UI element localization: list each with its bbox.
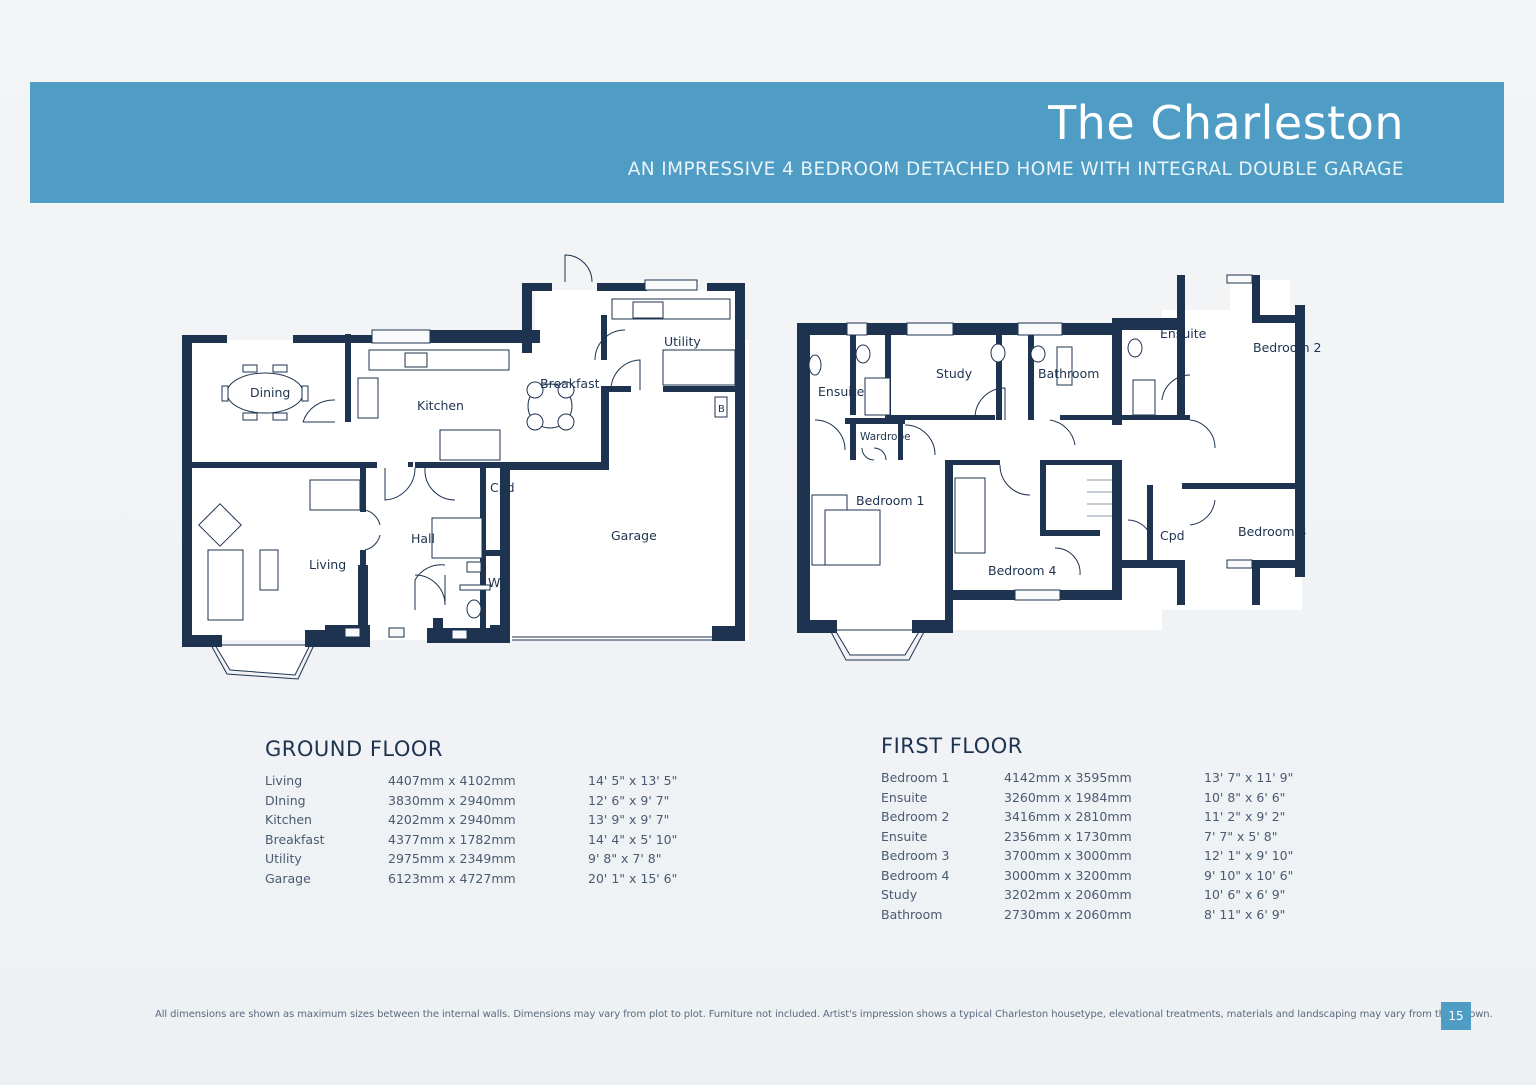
title-banner: The Charleston AN IMPRESSIVE 4 BEDROOM D… [30,82,1504,203]
table-row: Kitchen 4202mm x 2940mm 13' 9" x 9' 7" [265,810,708,830]
room-label-bathroom: Bathroom [1038,366,1099,381]
page-subtitle: AN IMPRESSIVE 4 BEDROOM DETACHED HOME WI… [627,159,1404,180]
room-name: Bedroom 2 [881,809,950,824]
room-label-utility: Utility [664,334,701,349]
room-label-living: Living [309,557,346,572]
room-metric: 2730mm x 2060mm [1004,906,1132,922]
room-name: Ensuite [881,789,928,805]
room-label-wardrobe: Wardrobe [860,431,911,443]
room-imperial: 11' 2" x 9' 2" [1204,809,1286,824]
table-row: DIning 3830mm x 2940mm 12' 6" x 9' 7" [265,791,708,811]
room-metric: 3202mm x 2060mm [1004,887,1132,902]
room-metric: 3000mm x 3200mm [1004,867,1132,883]
room-name: Breakfast [265,831,325,847]
room-label-cpd: Cpd [490,480,515,495]
room-label-kitchen: Kitchen [417,398,464,413]
room-name: Utility [265,851,302,866]
table-row: Bedroom 2 3416mm x 2810mm 11' 2" x 9' 2" [881,807,1324,827]
table-row: Ensuite 3260mm x 1984mm 10' 8" x 6' 6" [881,788,1324,808]
room-metric: 4202mm x 2940mm [388,812,516,827]
room-name: Bedroom 4 [881,867,950,883]
first-floor-dimensions: FIRST FLOOR Bedroom 1 4142mm x 3595mm 13' … [881,734,1324,924]
room-imperial: 14' 4" x 5' 10" [588,831,678,847]
room-label-dining: Dining [250,385,290,400]
room-name: Kitchen [265,812,312,827]
room-imperial: 9' 8" x 7' 8" [588,851,662,866]
table-row: Living 4407mm x 4102mm 14' 5" x 13' 5" [265,771,708,791]
room-imperial: 14' 5" x 13' 5" [588,773,678,788]
ground-floor-dimensions: GROUND FLOOR Living 4407mm x 4102mm 14' 5"… [265,737,708,888]
room-imperial: 13' 7" x 11' 9" [1204,770,1294,785]
room-imperial: 7' 7" x 5' 8" [1204,828,1278,844]
table-row: Bedroom 1 4142mm x 3595mm 13' 7" x 11' 9" [881,768,1324,788]
ground-floor-plan: Dining Kitchen Breakfast Utility Living … [175,250,755,690]
room-metric: 4407mm x 4102mm [388,773,516,788]
room-metric: 4142mm x 3595mm [1004,770,1132,785]
first-floor-heading: FIRST FLOOR [881,734,1023,758]
table-row: Breakfast 4377mm x 1782mm 14' 4" x 5' 10" [265,830,708,850]
room-metric: 3260mm x 1984mm [1004,789,1132,805]
room-label-garage: Garage [611,528,657,543]
room-metric: 3416mm x 2810mm [1004,809,1132,824]
room-metric: 3700mm x 3000mm [1004,848,1132,863]
room-imperial: 10' 8" x 6' 6" [1204,789,1286,805]
room-name: Bedroom 1 [881,770,950,785]
table-row: Ensuite 2356mm x 1730mm 7' 7" x 5' 8" [881,827,1324,847]
room-imperial: 13' 9" x 9' 7" [588,812,670,827]
room-name: Bathroom [881,906,943,922]
boiler-label: B [718,404,725,415]
room-name: Study [881,887,918,902]
table-row: Utility 2975mm x 2349mm 9' 8" x 7' 8" [265,849,708,869]
room-label-hall: Hall [411,531,435,546]
page-number: 15 [1441,1002,1471,1030]
page-title: The Charleston [1048,96,1404,150]
room-name: Living [265,773,303,788]
room-label-ensuite-2: Ensuite [1160,326,1207,341]
table-row: Garage 6123mm x 4727mm 20' 1" x 15' 6" [265,869,708,889]
room-imperial: 8' 11" x 6' 9" [1204,906,1286,922]
table-row: Study 3202mm x 2060mm 10' 6" x 6' 9" [881,885,1324,905]
room-label-wc: WC [488,575,509,590]
disclaimer-text: All dimensions are shown as maximum size… [155,1009,1493,1020]
room-imperial: 12' 1" x 9' 10" [1204,848,1294,863]
room-name: Bedroom 3 [881,848,950,863]
table-row: Bathroom 2730mm x 2060mm 8' 11" x 6' 9" [881,905,1324,925]
table-row: Bedroom 4 3000mm x 3200mm 9' 10" x 10' 6" [881,866,1324,886]
table-row: Bedroom 3 3700mm x 3000mm 12' 1" x 9' 10" [881,846,1324,866]
room-metric: 3830mm x 2940mm [388,792,516,808]
room-metric: 2356mm x 1730mm [1004,828,1132,844]
room-label-bedroom-3: Bedroom 3 [1238,524,1306,539]
room-label-cpd: Cpd [1160,528,1185,543]
room-label-bedroom-4: Bedroom 4 [988,563,1057,578]
room-label-bedroom-1: Bedroom 1 [856,493,924,508]
room-metric: 6123mm x 4727mm [388,870,516,886]
room-metric: 4377mm x 1782mm [388,831,516,847]
room-name: Garage [265,870,311,886]
first-floor-plan: 112 width="0" height="0"/> Ensuite Study… [790,270,1370,670]
room-imperial: 12' 6" x 9' 7" [588,792,670,808]
room-imperial: 10' 6" x 6' 9" [1204,887,1286,902]
room-label-breakfast: Breakfast [540,376,600,391]
room-label-ensuite-1: Ensuite [818,384,865,399]
room-name: Ensuite [881,828,928,844]
room-label-study: Study [936,366,973,381]
room-imperial: 20' 1" x 15' 6" [588,870,678,886]
room-label-bedroom-2: Bedroom 2 [1253,340,1321,355]
ground-floor-heading: GROUND FLOOR [265,737,443,761]
room-name: DIning [265,792,306,808]
room-metric: 2975mm x 2349mm [388,851,516,866]
room-imperial: 9' 10" x 10' 6" [1204,867,1294,883]
